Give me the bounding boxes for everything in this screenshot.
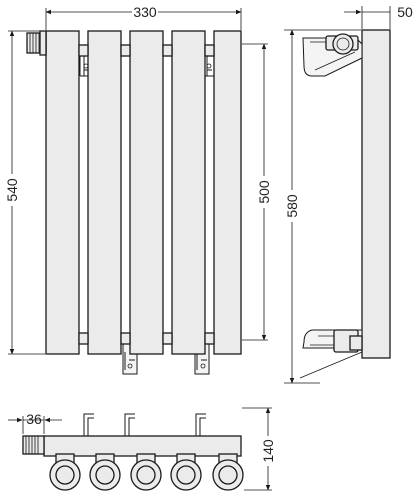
dim-label-540: 540 [4,178,20,202]
manifold-gaps [78,44,215,345]
dim-580: 580 [284,29,363,384]
dim-140: 140 [242,407,276,491]
dim-label-50: 50 [397,4,413,20]
dim-label-36: 36 [26,411,42,427]
dim-330: 330 [45,4,242,30]
front-view: 330 540 500 [4,4,272,375]
side-body [361,29,391,359]
plan-view: 36 140 [8,407,276,491]
valve-connector [26,30,47,56]
plan-tube-1 [49,453,81,491]
side-view: 50 580 [284,4,413,384]
dim-label-140: 140 [260,439,276,463]
plan-tube-5 [212,453,244,491]
plan-hooks [83,413,206,436]
panel-5 [213,30,242,355]
dim-36: 36 [8,411,62,434]
dim-label-330: 330 [133,4,157,20]
dim-50: 50 [344,4,413,29]
panel-3 [129,30,164,355]
plan-tube-2 [89,453,121,491]
plan-valve [22,435,45,455]
dim-label-580: 580 [284,194,300,218]
plan-tubes [49,453,244,491]
side-top-bracket [302,33,363,77]
side-bottom-bracket [302,329,363,353]
dim-540: 540 [4,30,45,355]
dim-label-500: 500 [256,180,272,204]
plan-tube-3 [130,453,162,491]
panel-4 [171,30,206,355]
dim-500: 500 [242,43,272,341]
panel-1 [45,30,80,355]
panel-2 [87,30,122,355]
plan-bar [43,435,242,457]
plan-tube-4 [170,453,202,491]
